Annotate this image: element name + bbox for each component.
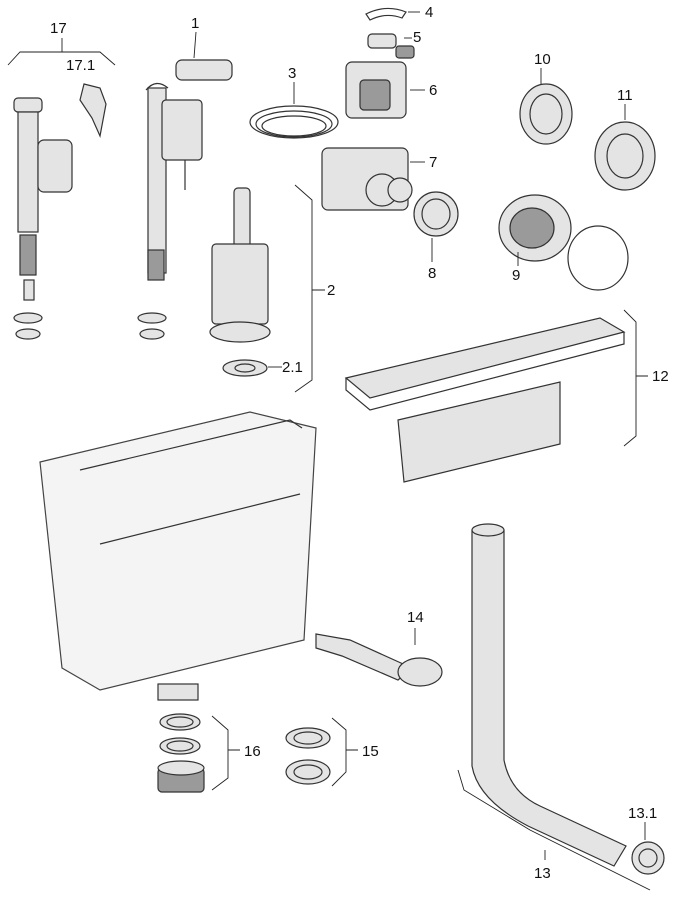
label-17-1: 17.1 — [66, 57, 95, 74]
label-1: 1 — [191, 15, 199, 32]
part-2-1-gasket — [222, 359, 282, 377]
part-17-fill-valve — [7, 38, 116, 340]
label-14: 14 — [407, 609, 424, 626]
label-11: 11 — [617, 87, 633, 104]
part-8-ring — [413, 191, 459, 262]
label-2: 2 — [327, 282, 335, 299]
label-17: 17 — [50, 20, 67, 37]
part-12-cover — [344, 309, 648, 483]
part-13-1-seal — [631, 822, 665, 875]
label-9: 9 — [512, 267, 520, 284]
label-2-1: 2.1 — [282, 359, 303, 376]
part-11-ring — [594, 104, 656, 191]
label-15: 15 — [362, 743, 379, 760]
label-8: 8 — [428, 265, 436, 282]
part-5-coupling — [367, 33, 415, 59]
label-6: 6 — [429, 82, 437, 99]
part-9-button — [498, 194, 629, 291]
part-3-bowden-cable — [249, 82, 339, 139]
label-12: 12 — [652, 368, 669, 385]
label-10: 10 — [534, 51, 551, 68]
label-4: 4 — [425, 4, 433, 21]
label-16: 16 — [244, 743, 261, 760]
label-5: 5 — [413, 29, 421, 46]
part-4-clip — [365, 7, 420, 21]
part-7-mechanism — [321, 147, 425, 211]
label-7: 7 — [429, 154, 437, 171]
part-15-rings — [285, 717, 358, 787]
label-13-1: 13.1 — [628, 805, 657, 822]
part-2-flush-valve — [209, 184, 325, 393]
cistern-tank — [39, 411, 317, 701]
part-14-bracket — [315, 628, 443, 687]
part-1-fill-valve — [137, 31, 233, 340]
part-10-ring — [519, 68, 573, 145]
part-6-actuator — [345, 61, 425, 119]
part-17-1-float-clip — [79, 83, 107, 139]
part-13-flush-pipe — [457, 523, 651, 891]
label-3: 3 — [288, 65, 296, 82]
part-16-seals — [157, 713, 240, 793]
label-13: 13 — [534, 865, 551, 882]
